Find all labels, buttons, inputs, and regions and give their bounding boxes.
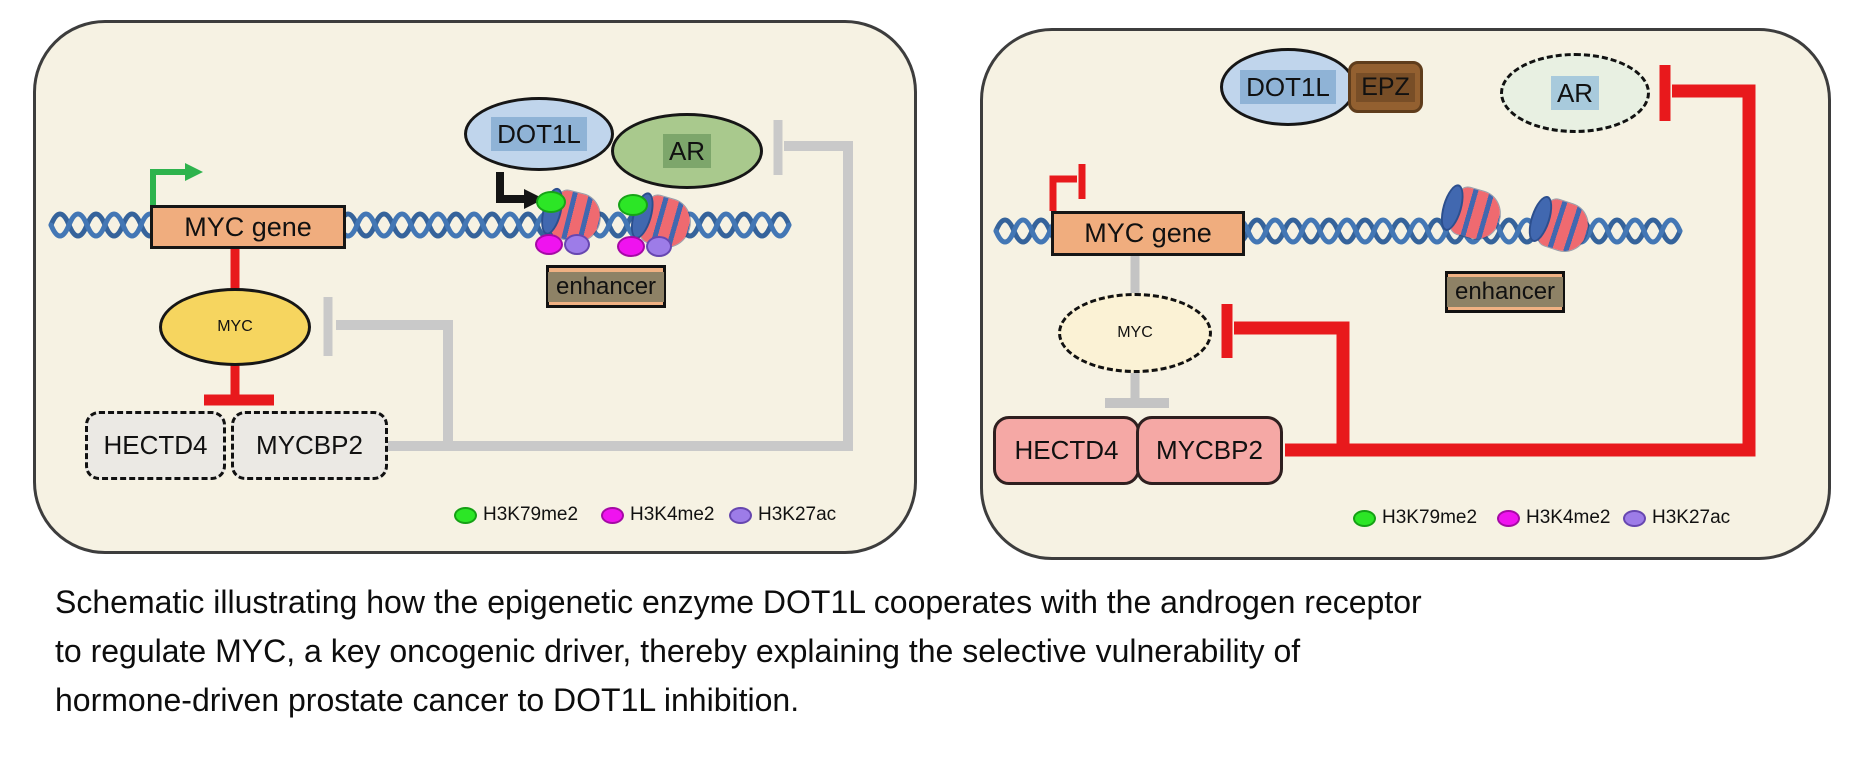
caption-line-2: to regulate MYC, a key oncogenic driver,…	[55, 633, 1301, 669]
myc-label: MYC	[217, 318, 253, 335]
h3k27ac-mark-icon	[646, 236, 672, 257]
h3k4me2-mark-icon	[535, 234, 563, 255]
enhancer-label: enhancer	[1446, 277, 1564, 307]
gray-branch-line	[336, 320, 453, 446]
right-connectors	[1049, 65, 1756, 457]
enhancer-label: enhancer	[547, 271, 665, 302]
h3k79me2-dot-icon	[454, 506, 477, 524]
legend-item: H3K27ac	[729, 504, 836, 526]
ar-label: AR	[662, 134, 712, 168]
legend-label: H3K27ac	[758, 504, 837, 525]
h3k4me2-dot-icon	[601, 506, 624, 524]
h3k79me2-mark-icon	[618, 194, 648, 216]
mycbp2-label: MYCBP2	[256, 430, 363, 460]
mycbp2-label: MYCBP2	[1156, 435, 1263, 465]
h3k27ac-mark-icon	[564, 234, 590, 255]
myc-gene-label: MYC gene	[184, 211, 312, 242]
legend-label: H3K79me2	[483, 504, 579, 525]
legend-item: H3K79me2	[1353, 507, 1477, 529]
dot1l-node: DOT1L	[1220, 48, 1356, 126]
legend-item: H3K4me2	[1497, 507, 1611, 529]
h3k4me2-dot-icon	[1497, 509, 1520, 527]
dot1l-activity-arrow-icon	[524, 189, 544, 209]
red-branch-line	[1234, 321, 1350, 450]
ar-label: AR	[1550, 76, 1600, 110]
legend-item: H3K27ac	[1623, 507, 1730, 529]
myc-protein-node-inactive: MYC	[1058, 293, 1212, 373]
enhancer-box: enhancer	[1445, 271, 1565, 313]
legend-label: H3K27ac	[1652, 507, 1731, 528]
left-connectors	[150, 120, 853, 451]
legend-item: H3K4me2	[601, 504, 715, 526]
dot1l-label: DOT1L	[491, 117, 587, 151]
h3k4me2-mark-icon	[617, 236, 645, 257]
caption-line-3: hormone-driven prostate cancer to DOT1L …	[55, 682, 800, 718]
hectd4-box: HECTD4	[993, 416, 1140, 485]
blocked-transcription-line	[1049, 175, 1077, 211]
transcription-arrow-line	[150, 169, 185, 207]
epz-label: EPZ	[1356, 72, 1415, 102]
dot1l-label: DOT1L	[1240, 70, 1336, 104]
transcription-arrow-icon	[185, 163, 203, 181]
ar-node: AR	[611, 113, 763, 189]
caption-line-1: Schematic illustrating how the epigeneti…	[55, 584, 1422, 620]
legend-item: H3K79me2	[454, 504, 578, 526]
myc-gene-box: MYC gene	[1051, 211, 1245, 256]
right-panel: DOT1L EPZ AR MYC gene enhancer MYC HECTD…	[980, 28, 1831, 560]
h3k27ac-dot-icon	[1623, 509, 1646, 527]
ar-node-inactive: AR	[1500, 53, 1650, 133]
myc-protein-node: MYC	[159, 288, 311, 366]
legend-label: H3K4me2	[630, 504, 715, 525]
hectd4-label: HECTD4	[103, 430, 208, 460]
myc-gene-label: MYC gene	[1084, 218, 1212, 248]
figure-caption: Schematic illustrating how the epigeneti…	[55, 578, 1422, 725]
h3k79me2-mark-icon	[536, 191, 566, 213]
mycbp2-box: MYCBP2	[1136, 416, 1283, 485]
left-panel: DOT1L AR MYC gene enhancer MYC HECTD4 MY…	[33, 20, 917, 554]
myc-gene-box: MYC gene	[150, 205, 346, 249]
hectd4-label: HECTD4	[1014, 435, 1119, 465]
red-loop-line	[1285, 84, 1756, 457]
h3k27ac-dot-icon	[729, 506, 752, 524]
dot1l-node: DOT1L	[464, 97, 614, 171]
mycbp2-box: MYCBP2	[231, 411, 388, 480]
legend-label: H3K79me2	[1382, 507, 1478, 528]
epz-inhibitor-box: EPZ	[1348, 61, 1423, 113]
myc-label: MYC	[1117, 324, 1153, 341]
gray-loop-line	[388, 141, 853, 451]
dot1l-activity-arrow-line	[496, 172, 524, 203]
enhancer-box: enhancer	[546, 265, 666, 308]
hectd4-box: HECTD4	[85, 411, 226, 480]
h3k79me2-dot-icon	[1353, 509, 1376, 527]
legend-label: H3K4me2	[1526, 507, 1611, 528]
